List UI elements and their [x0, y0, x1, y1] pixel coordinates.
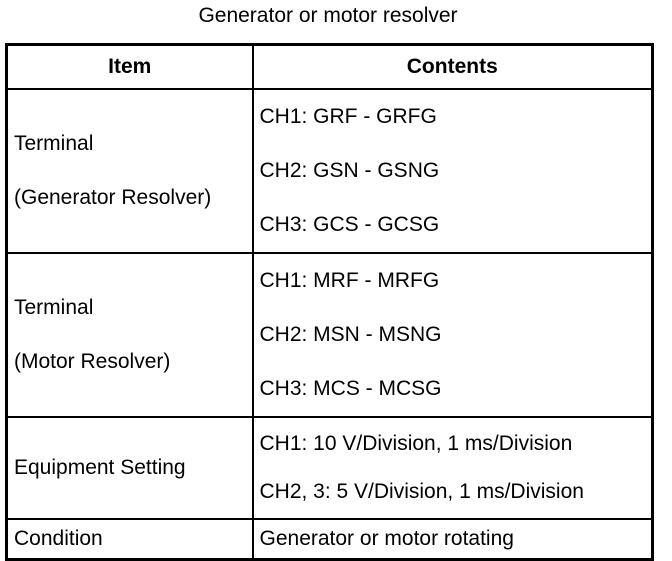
table-row-generator-terminal: Terminal (Generator Resolver) CH1: GRF -…	[5, 88, 654, 254]
contents-text: CH1: MRF - MRFG	[259, 269, 440, 292]
contents-text: CH3: GCS - GCSG	[259, 213, 440, 236]
contents-text: CH2, 3: 5 V/Division, 1 ms/Division	[259, 480, 584, 503]
item-cell: Equipment Setting	[5, 416, 254, 520]
resolver-spec-table: Item Contents Terminal (Generator Resolv…	[5, 43, 654, 561]
item-text: (Generator Resolver)	[14, 186, 212, 209]
contents-cell: CH1: MRF - MRFG CH2: MSN - MSNG CH3: MCS…	[251, 252, 654, 418]
contents-text: CH3: MCS - MCSG	[259, 377, 442, 400]
column-header-item: Item	[5, 43, 254, 90]
contents-cell: CH1: 10 V/Division, 1 ms/Division CH2, 3…	[251, 416, 654, 520]
contents-text: CH2: MSN - MSNG	[259, 323, 442, 346]
contents-text: CH2: GSN - GSNG	[259, 159, 440, 182]
contents-cell: CH1: GRF - GRFG CH2: GSN - GSNG CH3: GCS…	[251, 88, 654, 254]
column-header-contents: Contents	[251, 43, 654, 90]
table-row-equipment-setting: Equipment Setting CH1: 10 V/Division, 1 …	[5, 416, 654, 520]
table-row-condition: Condition Generator or motor rotating	[5, 518, 654, 561]
item-text: Terminal	[14, 132, 94, 155]
contents-cell: Generator or motor rotating	[251, 518, 654, 561]
table-row-motor-terminal: Terminal (Motor Resolver) CH1: MRF - MRF…	[5, 252, 654, 418]
contents-text: CH1: GRF - GRFG	[259, 105, 437, 128]
contents-text: CH1: 10 V/Division, 1 ms/Division	[259, 432, 573, 455]
item-cell: Terminal (Motor Resolver)	[5, 252, 254, 418]
item-text: Terminal	[14, 296, 94, 319]
item-text: (Motor Resolver)	[14, 350, 171, 373]
item-text: Equipment Setting	[14, 456, 186, 479]
table-caption: Generator or motor resolver	[198, 4, 458, 27]
item-cell: Terminal (Generator Resolver)	[5, 88, 254, 254]
item-cell: Condition	[5, 518, 254, 561]
table-header-row: Item Contents	[5, 43, 654, 90]
